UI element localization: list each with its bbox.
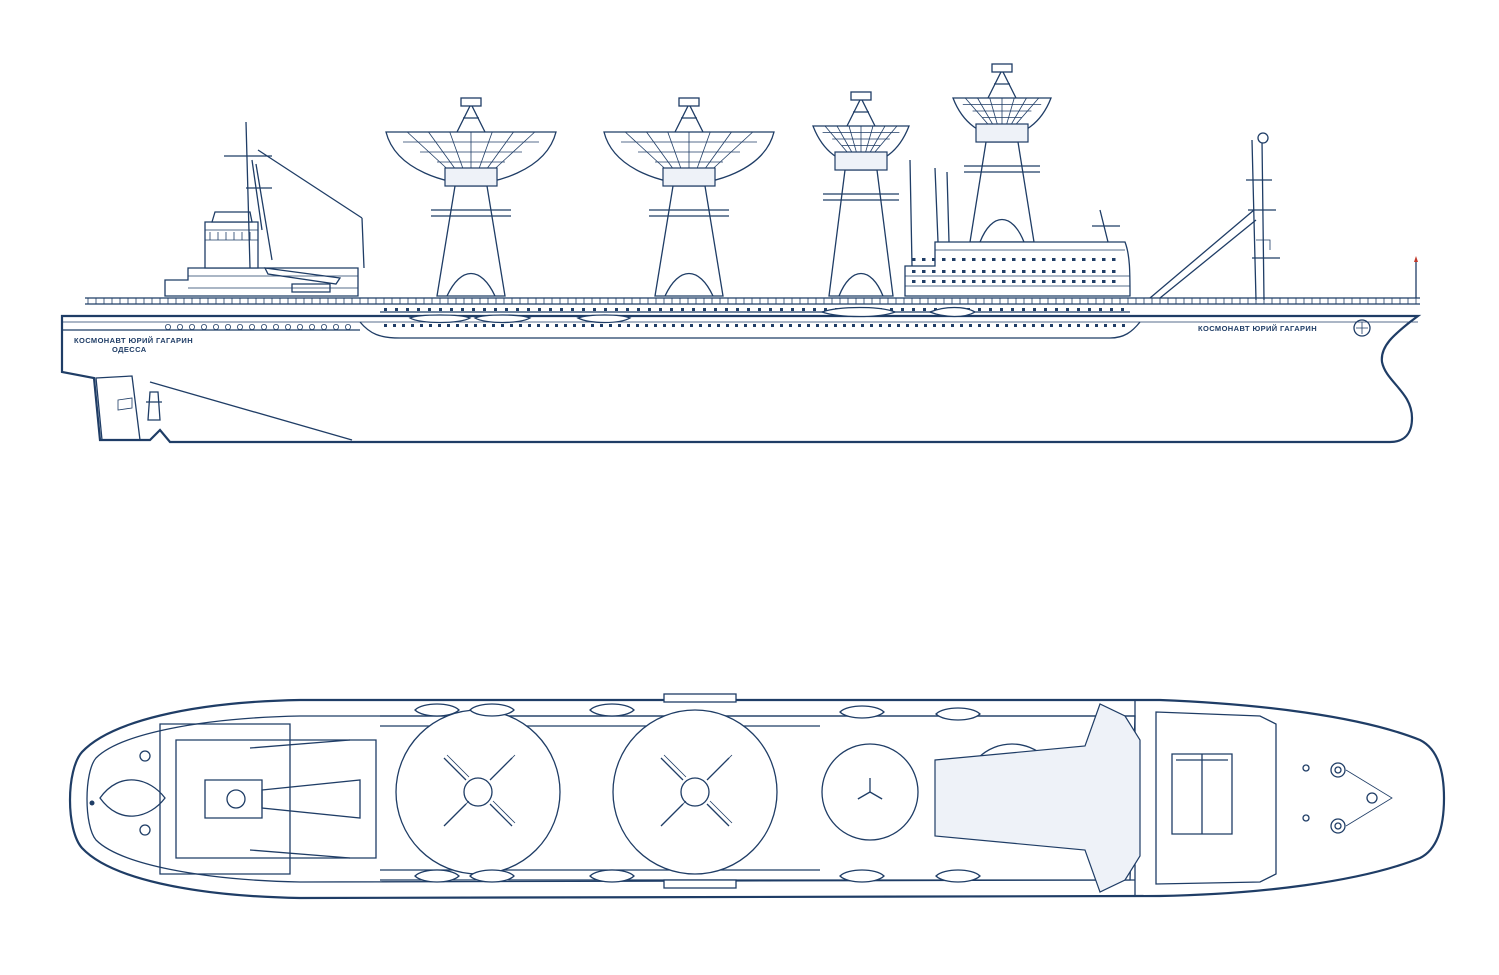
anchor-hawse-icon: [1353, 319, 1371, 337]
bow-flag: [1414, 256, 1418, 262]
side-elevation: КОСМОНАВТ ЮРИЙ ГАГАРИН ОДЕССА КОСМОНАВТ …: [60, 63, 1422, 444]
fore-mast: [1149, 132, 1280, 301]
hull-outline: [60, 314, 1422, 444]
rudder: [95, 375, 141, 441]
stern-mast: [224, 121, 273, 269]
antenna-disc: [821, 743, 919, 841]
antenna-disc: [612, 709, 778, 875]
stern-superstructure: [164, 121, 365, 297]
radio-dish: [952, 63, 1052, 243]
home-port: ОДЕССА: [112, 345, 147, 354]
superstructure-windows: [384, 308, 1125, 327]
plan-lifeboats: [414, 693, 981, 889]
bridge-superstructure: [904, 159, 1131, 297]
stern-ship-name: КОСМОНАВТ ЮРИЙ ГАГАРИН: [74, 336, 193, 345]
keel-rise: [149, 381, 353, 441]
radio-antennas: [385, 63, 1052, 297]
radio-dish: [812, 91, 910, 297]
plan-view: [68, 693, 1446, 900]
portholes-stern: [164, 323, 351, 330]
antenna-disc: [395, 709, 561, 875]
side-lifeboats: [408, 306, 977, 324]
plan-hull-outline: [68, 698, 1446, 900]
bow-ship-name: КОСМОНАВТ ЮРИЙ ГАГАРИН: [1198, 324, 1317, 333]
radio-dish: [385, 97, 557, 297]
radio-dish: [603, 97, 775, 297]
main-deck-rail: [85, 297, 1420, 305]
propeller: [146, 391, 162, 421]
